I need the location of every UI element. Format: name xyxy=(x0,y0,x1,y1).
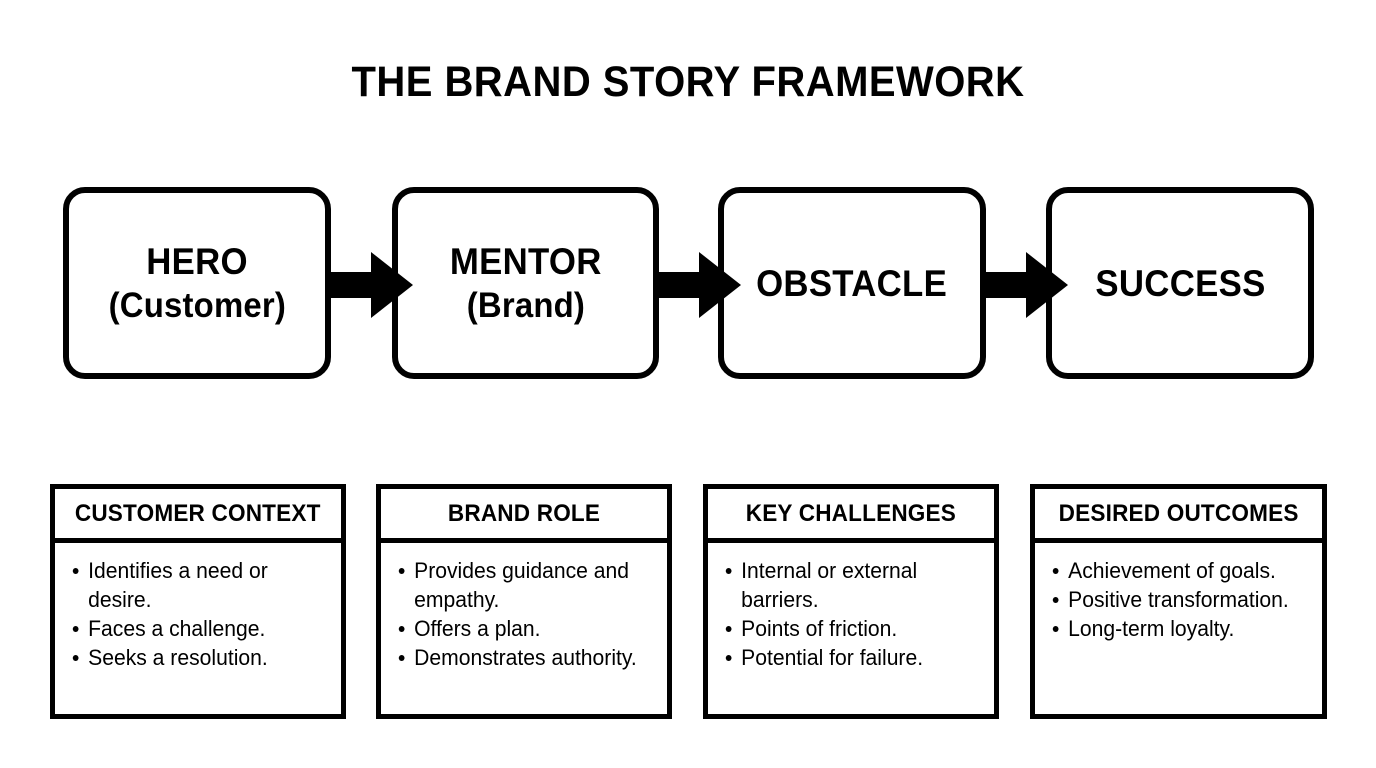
panel-body-key-challenges: Internal or external barriers. Points of… xyxy=(708,543,994,714)
list-item: Internal or external barriers. xyxy=(720,556,973,614)
arrow-right-icon-hero-to-mentor xyxy=(325,252,413,318)
list-item: Long-term loyalty. xyxy=(1047,614,1301,643)
stage-box-hero[interactable]: HERO (Customer) xyxy=(63,187,331,379)
arrow-right-icon-obstacle-to-success xyxy=(980,252,1068,318)
panel-header-brand-role: BRAND ROLE xyxy=(381,489,667,543)
bullet-list-desired-outcomes: Achievement of goals. Positive transform… xyxy=(1047,556,1312,643)
panel-header-customer-context: CUSTOMER CONTEXT xyxy=(55,489,341,543)
bullet-list-customer-context: Identifies a need or desire. Faces a cha… xyxy=(67,556,331,672)
stage-title-hero: HERO xyxy=(146,240,248,282)
stage-subtitle-hero: (Customer) xyxy=(108,285,286,325)
list-item: Offers a plan. xyxy=(393,614,646,643)
bullet-list-key-challenges: Internal or external barriers. Points of… xyxy=(720,556,984,672)
stage-title-success: SUCCESS xyxy=(1094,262,1266,304)
panel-header-desired-outcomes: DESIRED OUTCOMES xyxy=(1035,489,1322,543)
panel-header-label: CUSTOMER CONTEXT xyxy=(75,499,321,527)
detail-panel-customer-context[interactable]: CUSTOMER CONTEXT Identifies a need or de… xyxy=(50,484,346,719)
panel-header-label: DESIRED OUTCOMES xyxy=(1058,499,1299,527)
list-item: Identifies a need or desire. xyxy=(67,556,320,614)
panel-header-label: BRAND ROLE xyxy=(447,499,601,527)
arrow-right-icon-mentor-to-obstacle xyxy=(653,252,741,318)
panel-body-desired-outcomes: Achievement of goals. Positive transform… xyxy=(1035,543,1322,714)
detail-panel-brand-role[interactable]: BRAND ROLE Provides guidance and empathy… xyxy=(376,484,672,719)
list-item: Demonstrates authority. xyxy=(393,643,646,672)
panel-body-customer-context: Identifies a need or desire. Faces a cha… xyxy=(55,543,341,714)
detail-panel-key-challenges[interactable]: KEY CHALLENGES Internal or external barr… xyxy=(703,484,999,719)
stage-box-obstacle[interactable]: OBSTACLE xyxy=(718,187,986,379)
list-item: Provides guidance and empathy. xyxy=(393,556,646,614)
list-item: Potential for failure. xyxy=(720,643,973,672)
stage-box-mentor[interactable]: MENTOR (Brand) xyxy=(392,187,659,379)
list-item: Points of friction. xyxy=(720,614,973,643)
stage-box-success[interactable]: SUCCESS xyxy=(1046,187,1314,379)
stage-title-mentor: MENTOR xyxy=(449,240,602,282)
list-item: Positive transformation. xyxy=(1047,585,1301,614)
stage-subtitle-mentor: (Brand) xyxy=(466,285,585,325)
panel-header-label: KEY CHALLENGES xyxy=(745,499,957,527)
stage-title-obstacle: OBSTACLE xyxy=(756,262,948,304)
detail-panel-desired-outcomes[interactable]: DESIRED OUTCOMES Achievement of goals. P… xyxy=(1030,484,1327,719)
list-item: Achievement of goals. xyxy=(1047,556,1301,585)
list-item: Faces a challenge. xyxy=(67,614,320,643)
panel-header-key-challenges: KEY CHALLENGES xyxy=(708,489,994,543)
list-item: Seeks a resolution. xyxy=(67,643,320,672)
page-title: THE BRAND STORY FRAMEWORK xyxy=(351,58,1025,106)
panel-body-brand-role: Provides guidance and empathy. Offers a … xyxy=(381,543,667,714)
bullet-list-brand-role: Provides guidance and empathy. Offers a … xyxy=(393,556,657,672)
